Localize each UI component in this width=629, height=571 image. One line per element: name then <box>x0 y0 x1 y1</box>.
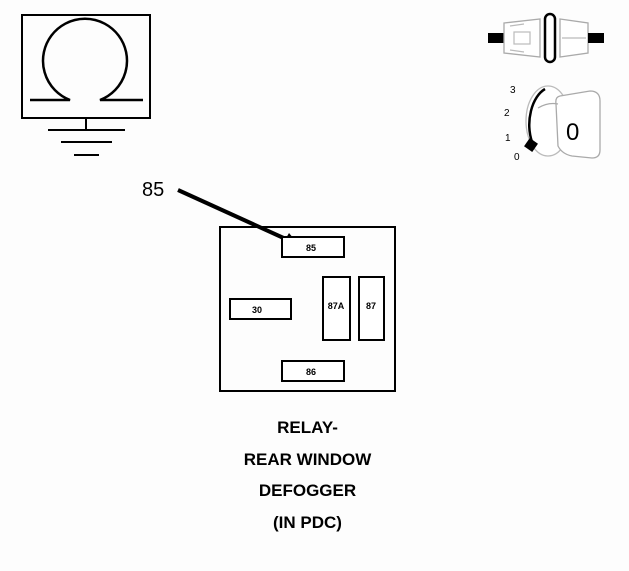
ground-omega-icon <box>21 14 151 156</box>
pin-label: 30 <box>252 305 262 315</box>
pin-label: 86 <box>306 367 316 377</box>
position-label: 0 <box>514 152 520 163</box>
callout-label: 85 <box>142 179 164 201</box>
position-label: 2 <box>504 108 510 119</box>
pin-label: 87A <box>328 301 345 311</box>
relay-pin-86: 86 <box>281 360 345 382</box>
pin-label: 87 <box>366 301 376 311</box>
relay-pin-30: 30 <box>229 298 292 320</box>
ignition-key-icon <box>524 85 601 159</box>
key-position-label: 0 <box>566 119 579 146</box>
callout-arrow <box>177 188 289 242</box>
connector-icon <box>488 12 604 64</box>
pin-label: 85 <box>306 243 316 253</box>
relay-housing <box>219 226 396 392</box>
caption-line: (IN PDC) <box>273 512 342 532</box>
relay-pin-87: 87 <box>358 276 385 341</box>
caption-line: DEFOGGER <box>258 481 357 500</box>
caption-line: REAR WINDOW <box>243 449 372 469</box>
position-label: 3 <box>510 85 516 96</box>
relay-caption: RELAY- REAR WINDOW DEFOGGER (IN PDC) <box>180 412 435 538</box>
relay-pin-85: 85 <box>281 236 345 258</box>
caption-line: RELAY- <box>277 418 338 437</box>
position-label: 1 <box>505 133 511 144</box>
relay-pin-87a: 87A <box>322 276 351 341</box>
